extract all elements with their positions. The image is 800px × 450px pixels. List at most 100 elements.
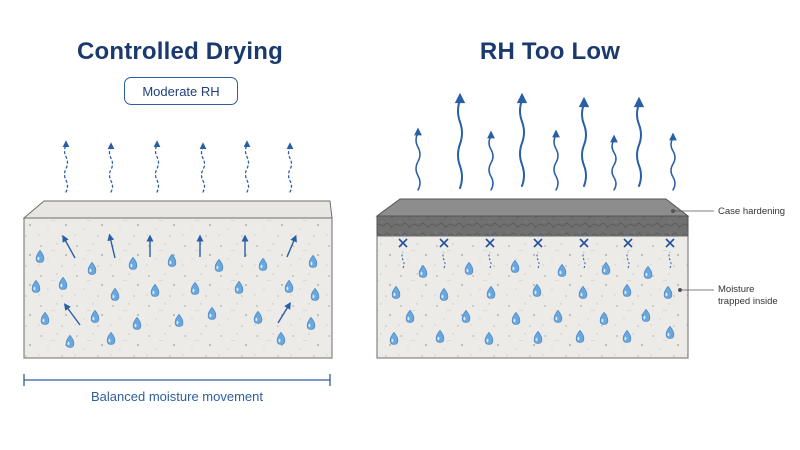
drop-highlight <box>216 265 219 270</box>
drop-highlight <box>134 323 137 328</box>
internal-arrow <box>277 302 291 324</box>
vapor-arrow <box>415 132 421 191</box>
drop-highlight <box>192 288 195 293</box>
blocked-x-mark <box>439 238 449 248</box>
left-panel-title: Controlled Drying <box>76 38 284 65</box>
arrow-head <box>243 140 251 148</box>
drop-highlight <box>420 271 423 276</box>
right-concrete-block <box>375 198 690 359</box>
drop-highlight <box>513 318 516 323</box>
blocked-x-mark <box>665 238 675 248</box>
vapor-arrow <box>670 137 676 191</box>
drop-highlight <box>312 294 315 299</box>
right-panel-title: RH Too Low <box>479 38 621 65</box>
drop-highlight <box>667 332 670 337</box>
drop-highlight <box>169 260 172 265</box>
blocked-x-mark <box>533 238 543 248</box>
drop-highlight <box>37 256 40 261</box>
blocked-vapor-path <box>668 251 672 269</box>
blocked-vapor-path <box>488 251 492 269</box>
drop-highlight <box>260 264 263 269</box>
drop-highlight <box>176 320 179 325</box>
arrow-head <box>633 96 645 108</box>
blocked-x-mark <box>579 238 589 248</box>
moisture-trapped-label-line1: Moisture <box>718 284 755 295</box>
internal-arrow <box>286 234 297 258</box>
blocked-x-mark <box>623 238 633 248</box>
blocked-markers <box>398 238 675 248</box>
drop-highlight <box>441 294 444 299</box>
arrow-head <box>552 129 560 138</box>
arrow-head <box>487 130 495 139</box>
drop-highlight <box>89 268 92 273</box>
drop-highlight <box>463 316 466 321</box>
internal-arrow <box>107 233 116 259</box>
drop-highlight <box>391 338 394 343</box>
drop-highlight <box>577 336 580 341</box>
right-water-drops <box>389 259 675 345</box>
arrow-head <box>516 92 528 104</box>
arrow-head <box>153 140 161 148</box>
arrow-head <box>578 96 590 108</box>
drop-highlight <box>665 292 668 297</box>
vapor-arrow <box>63 144 69 193</box>
drop-highlight <box>60 283 63 288</box>
blocked-vapor-path <box>626 251 630 269</box>
width-bracket <box>23 374 331 386</box>
drop-highlight <box>130 263 133 268</box>
vapor-arrow <box>553 134 559 191</box>
drop-highlight <box>42 318 45 323</box>
balanced-caption: Balanced moisture movement <box>91 389 263 404</box>
drop-highlight <box>92 316 95 321</box>
left-water-drops <box>31 249 320 348</box>
drop-highlight <box>559 270 562 275</box>
blocked-vapor-path <box>442 251 446 269</box>
drop-highlight <box>286 286 289 291</box>
drop-highlight <box>67 341 70 346</box>
vapor-arrow <box>488 135 494 191</box>
drop-highlight <box>310 261 313 266</box>
vapor-arrow <box>519 99 525 187</box>
drop-highlight <box>308 323 311 328</box>
blocked-x-mark <box>485 238 495 248</box>
case-hardening-label: Case hardening <box>718 206 786 217</box>
internal-arrow <box>62 234 76 259</box>
drop-highlight <box>393 292 396 297</box>
hardened-crust <box>376 215 689 237</box>
drop-highlight <box>535 337 538 342</box>
vapor-arrow <box>581 103 587 187</box>
drop-highlight <box>278 338 281 343</box>
drop-highlight <box>624 290 627 295</box>
drop-highlight <box>645 272 648 277</box>
arrow-head <box>107 142 115 150</box>
arrow-head <box>610 134 618 143</box>
drop-highlight <box>112 294 115 299</box>
drop-highlight <box>555 316 558 321</box>
arrow-head <box>62 140 70 148</box>
left-internal-arrows <box>62 233 297 326</box>
drop-highlight <box>236 287 239 292</box>
drop-highlight <box>534 290 537 295</box>
drop-highlight <box>209 313 212 318</box>
blocked-x-mark <box>398 238 408 248</box>
vapor-arrow <box>154 144 160 193</box>
internal-arrow <box>63 303 81 326</box>
vapor-arrow <box>200 146 206 193</box>
drop-highlight <box>255 317 258 322</box>
left-vapor-arrows <box>62 140 294 193</box>
drop-highlight <box>580 292 583 297</box>
arrow-head <box>199 142 207 150</box>
vapor-arrow <box>611 139 617 191</box>
vapor-arrow <box>244 144 250 193</box>
moisture-trapped-label-line2: trapped inside <box>718 296 778 307</box>
arrow-head <box>286 142 294 150</box>
drop-highlight <box>512 266 515 271</box>
arrow-head <box>454 92 466 104</box>
drop-highlight <box>407 316 410 321</box>
right-internal-arrows <box>401 251 672 269</box>
blocked-vapor-path <box>582 251 586 269</box>
drop-highlight <box>152 290 155 295</box>
right-vapor-arrows <box>414 92 677 191</box>
drop-highlight <box>603 268 606 273</box>
